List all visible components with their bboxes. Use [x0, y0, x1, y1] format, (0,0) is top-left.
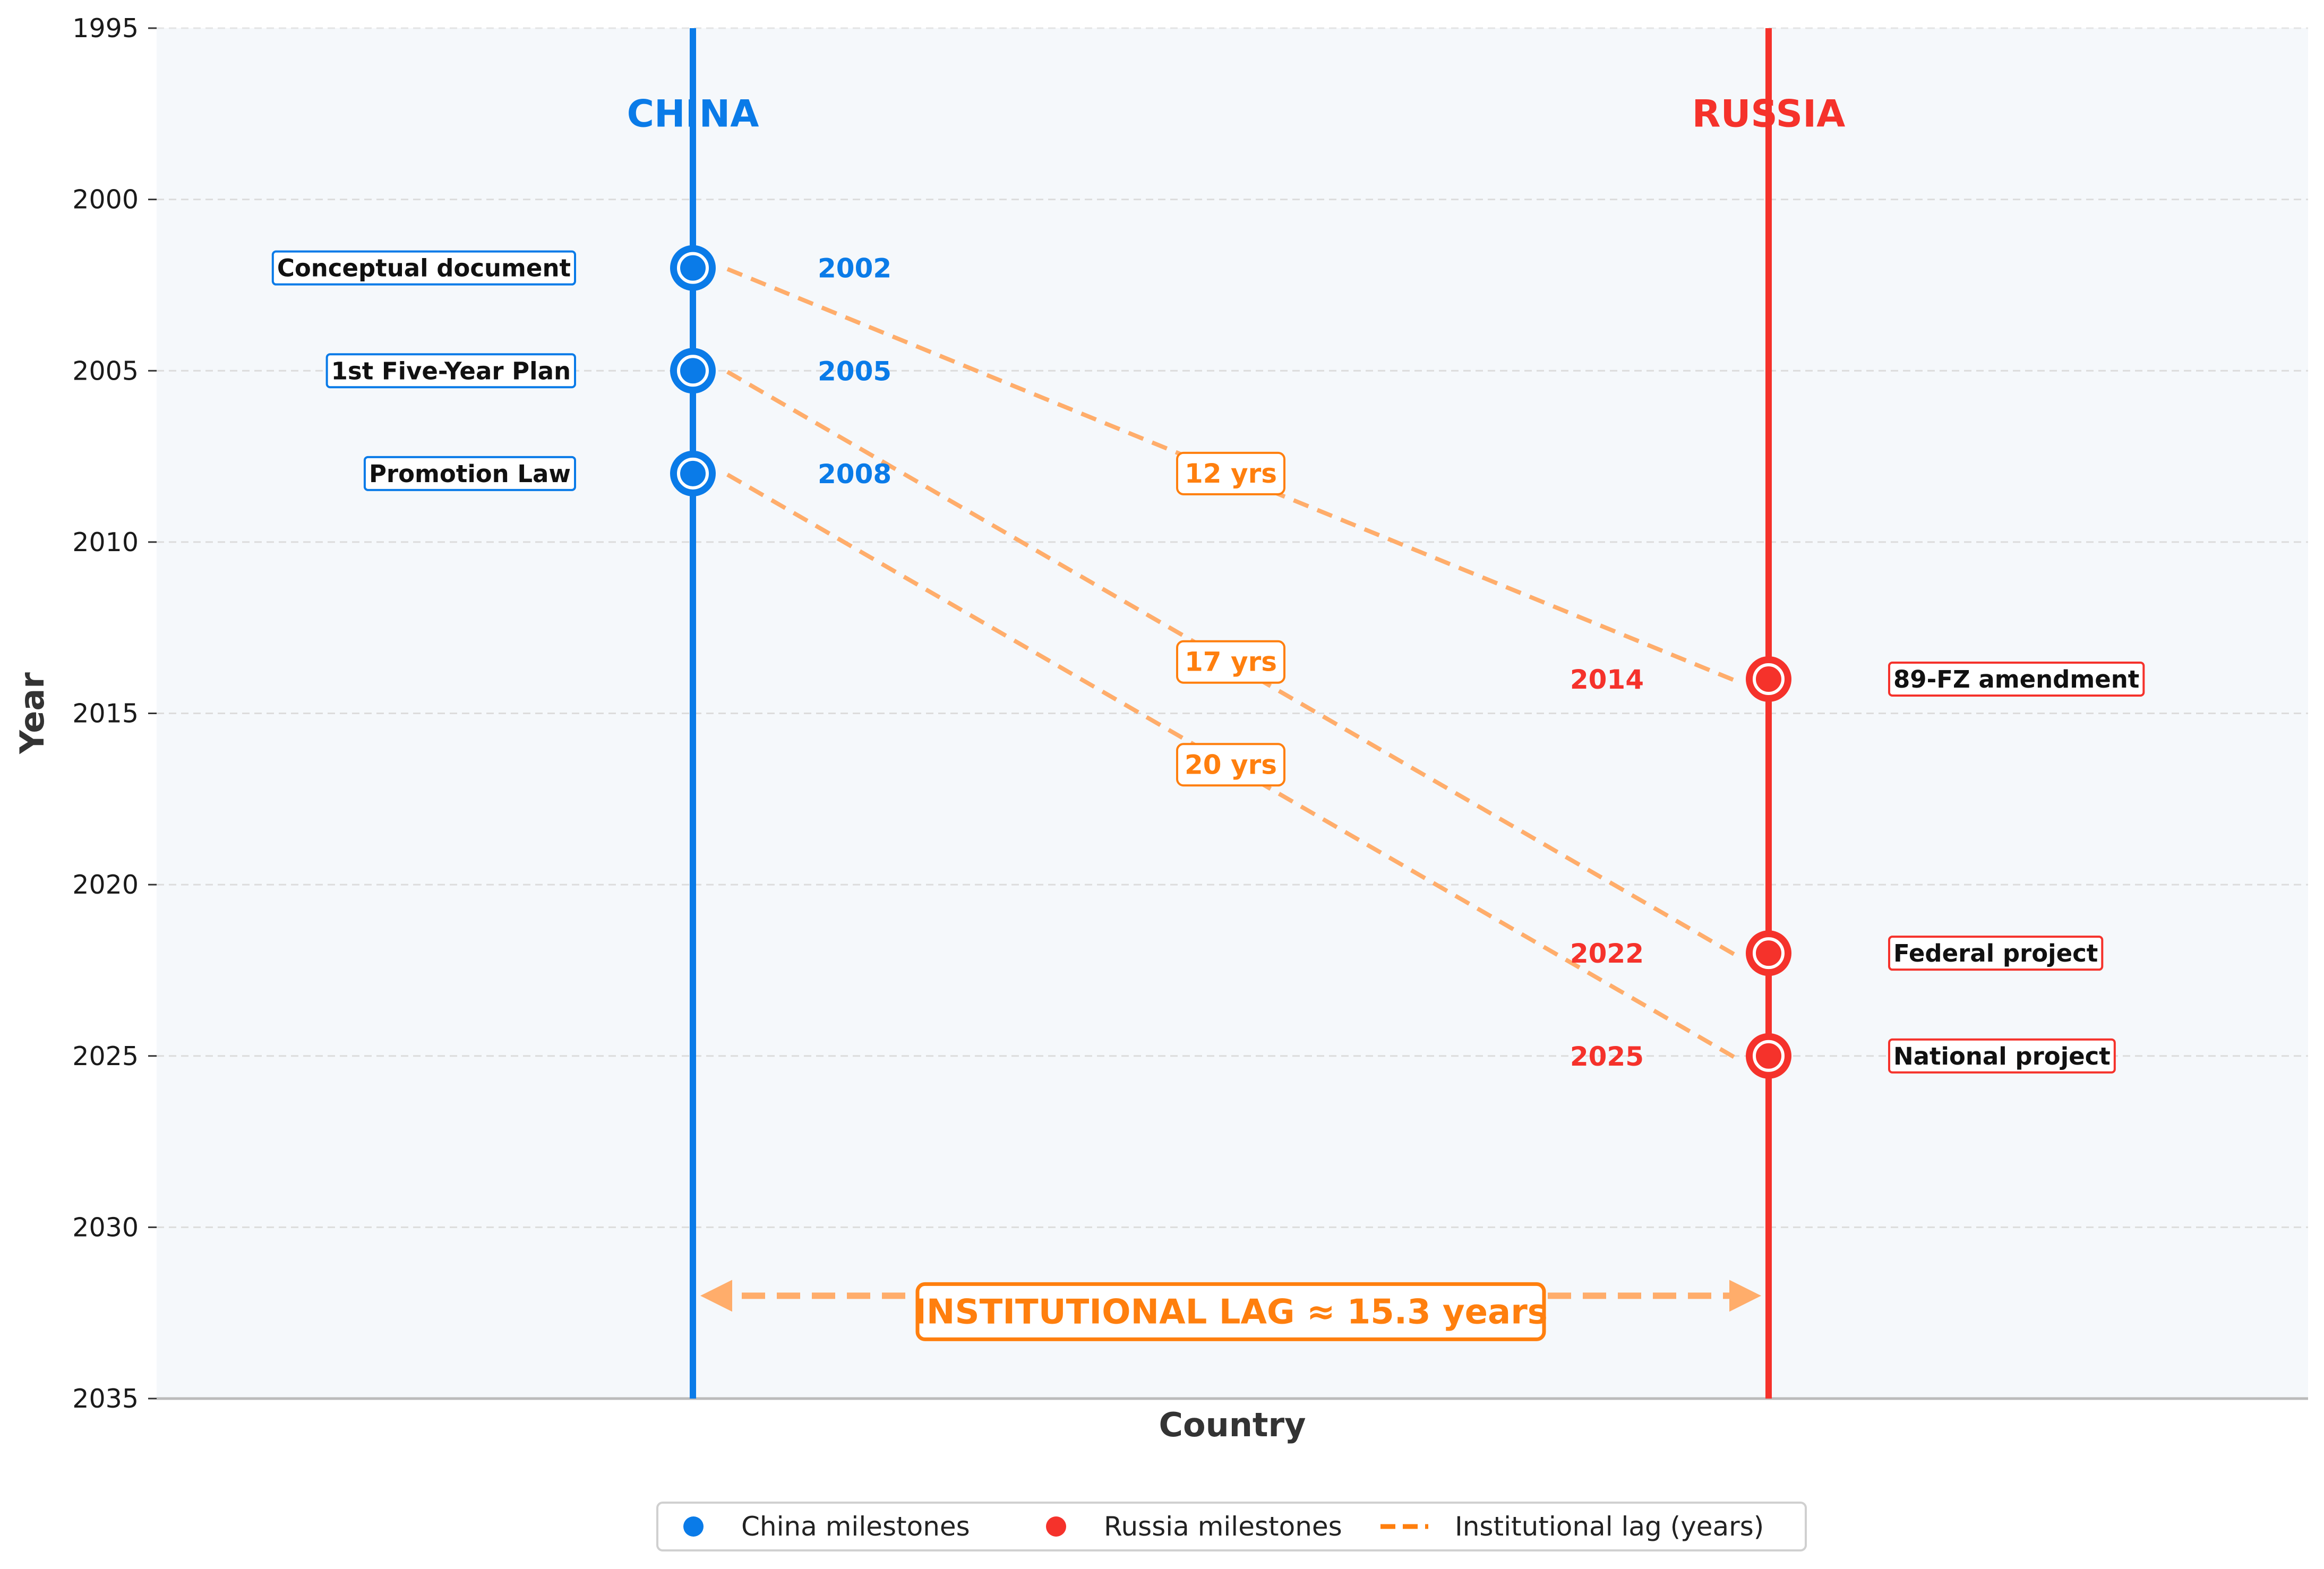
- institutional-lag-summary: INSTITUTIONAL LAG ≈ 15.3 years: [700, 1280, 1761, 1341]
- summary-lag-box: [915, 1282, 1546, 1341]
- lag-label-box: [1176, 743, 1285, 787]
- y-tick-label: 1995: [72, 13, 139, 44]
- country-timelines: CHINA 2002 Conceptual document 2005 1st Five…: [271, 28, 2145, 1399]
- china-milestone-event: Promotion Law: [369, 460, 571, 488]
- china-title: CHINA: [627, 92, 759, 135]
- russia-milestone-marker-inner: [1753, 1040, 1785, 1072]
- y-tick-label: 2015: [72, 699, 139, 729]
- russia-milestone-year: 2014: [1570, 664, 1644, 695]
- lag-connector: [726, 473, 1736, 1059]
- timeline-russia: RUSSIA 2014 89-FZ amendment 2022 Federal pro…: [1570, 28, 2145, 1399]
- y-tick-label: 2020: [72, 870, 139, 900]
- russia-milestone-event: 89-FZ amendment: [1893, 665, 2139, 693]
- x-axis-title: Country: [1159, 1405, 1306, 1444]
- russia-milestone-marker-inner: [1753, 937, 1785, 970]
- china-milestone-year: 2002: [818, 253, 891, 284]
- y-tick-label: 2035: [72, 1384, 139, 1414]
- lag-label-box: [1176, 451, 1285, 495]
- summary-lag-label: INSTITUTIONAL LAG ≈ 15.3 years: [914, 1292, 1548, 1332]
- china-milestone-year: 2008: [818, 459, 891, 490]
- lag-label: 17 yrs: [1185, 647, 1277, 678]
- timeline-china: CHINA 2002 Conceptual document 2005 1st Five…: [271, 28, 891, 1399]
- y-tick-label: 2025: [72, 1041, 139, 1071]
- legend-label: China milestones: [741, 1511, 970, 1542]
- lag-connectors: 12 yrs 17 yrs 20 yrs: [726, 267, 1736, 1059]
- legend: China milestones Russia milestones Institu…: [656, 1502, 1807, 1551]
- y-tick-label: 2000: [72, 185, 139, 215]
- china-milestone-event: Conceptual document: [277, 254, 571, 282]
- y-tick-label: 2030: [72, 1212, 139, 1242]
- lag-label: 20 yrs: [1185, 749, 1277, 780]
- russia-title: RUSSIA: [1692, 92, 1846, 135]
- lag-connector: [726, 370, 1736, 956]
- lag-label-box: [1176, 640, 1285, 684]
- china-milestone-event-box: [363, 456, 576, 491]
- legend-label: Russia milestones: [1104, 1511, 1342, 1542]
- russia-milestone-year: 2025: [1570, 1041, 1644, 1072]
- russia-milestone-event: National project: [1893, 1042, 2111, 1070]
- china-milestone-year: 2005: [818, 356, 891, 387]
- legend-frame: [656, 1502, 1807, 1551]
- russia-milestone-year: 2022: [1570, 938, 1644, 969]
- y-tick-label: 2010: [72, 527, 139, 558]
- russia-milestone-event: Federal project: [1893, 939, 2098, 967]
- russia-milestone-event-box: [1888, 936, 2104, 971]
- y-tick-label: 2005: [72, 356, 139, 386]
- y-axis-title: Year: [13, 672, 52, 755]
- legend-marker-dot: [1046, 1516, 1066, 1537]
- legend-label: Institutional lag (years): [1455, 1511, 1764, 1542]
- russia-milestone-event-box: [1888, 1038, 2116, 1074]
- russia-milestone-marker-inner: [1753, 663, 1785, 695]
- china-milestone-marker-inner: [677, 355, 709, 387]
- china-milestone-marker-inner: [677, 252, 709, 284]
- china-milestone-event-box: [271, 250, 576, 286]
- china-milestone-event-box: [325, 353, 576, 389]
- china-milestone-event: 1st Five-Year Plan: [331, 357, 571, 385]
- y-axis: 1995 2000 2005 2010 2015 2020 2025 2030 2035: [72, 13, 157, 1414]
- legend-marker-dot: [683, 1516, 704, 1537]
- russia-milestone-event-box: [1888, 661, 2145, 697]
- china-milestone-marker-inner: [677, 457, 709, 490]
- lag-label: 12 yrs: [1185, 458, 1277, 489]
